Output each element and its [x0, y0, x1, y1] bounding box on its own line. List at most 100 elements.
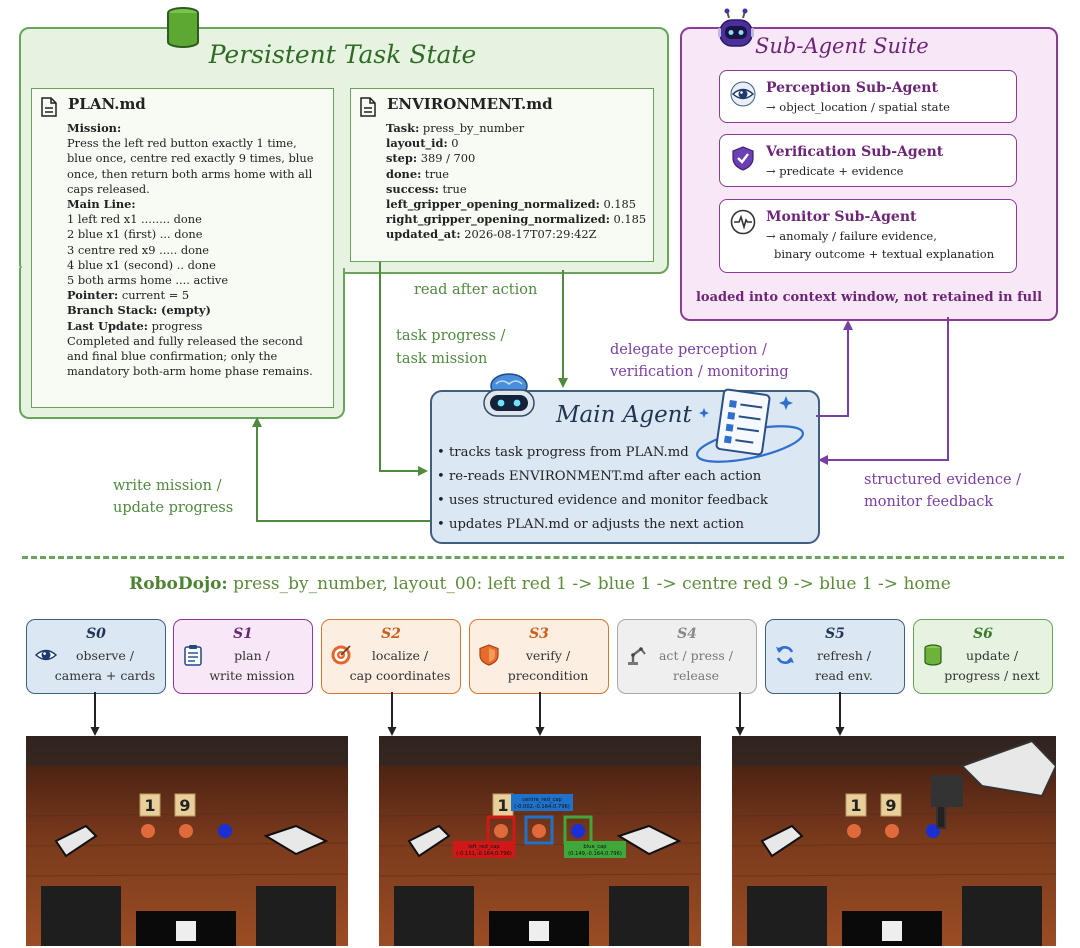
robot-brain-icon [483, 373, 535, 417]
task-progress-arrow [379, 262, 428, 476]
left-red-cap [141, 824, 155, 838]
target-icon [331, 645, 351, 665]
card-digit: 1 [144, 796, 155, 815]
step-s6: S6 update / progress / next [913, 619, 1053, 694]
step-line-2: release [672, 668, 720, 683]
left-cap-label: left_red_cap [468, 844, 500, 850]
last-update-label: Last Update: [67, 318, 148, 333]
robodojo-description: press_by_number, layout_00: left red 1 -… [233, 574, 951, 594]
main-line-item: 2 blue x1 (first) ... done [67, 227, 203, 242]
env-key: right_gripper_opening_normalized: [386, 212, 610, 227]
card-digit: 9 [885, 796, 896, 815]
document-icon [41, 97, 57, 117]
step-id: S0 [86, 626, 106, 642]
environment-md-card: ENVIRONMENT.md Task: press_by_number lay… [350, 88, 654, 262]
step-line-2: read env. [815, 668, 873, 683]
plan-md-card: PLAN.md Mission: Press the left red butt… [31, 88, 334, 408]
refresh-icon [776, 646, 794, 664]
scene-act-image: 1 9 [732, 736, 1056, 946]
card-digit: 1 [497, 796, 508, 815]
write-mission-label-1: write mission / [113, 478, 222, 494]
mission-line: blue once, centre red exactly 9 times, b… [67, 151, 314, 166]
persistent-task-state-title: Persistent Task State [208, 40, 477, 69]
environment-md-filename: ENVIRONMENT.md [387, 95, 553, 113]
main-agent-title: Main Agent [556, 402, 692, 428]
last-update-line: Completed and fully released the second [67, 333, 303, 348]
structured-label-1: structured evidence / [864, 472, 1022, 488]
last-update-line: and final blue confirmation; only the [67, 349, 278, 364]
plan-md-filename: PLAN.md [68, 95, 146, 113]
step-line-1: refresh / [816, 648, 872, 663]
sub-agent-suite-footer: loaded into context window, not retained… [695, 290, 1043, 305]
main-agent-item: • updates PLAN.md or adjusts the next ac… [437, 517, 745, 532]
env-value: true [442, 181, 467, 196]
connector-layer [252, 262, 949, 522]
eye-icon [35, 649, 57, 661]
step-line-1: observe / [76, 648, 134, 663]
centre-cap-box [524, 815, 554, 845]
verification-sub-agent-desc: → predicate + evidence [766, 164, 904, 178]
step-line-1: verify / [525, 648, 571, 663]
env-key: layout_id: [386, 136, 448, 151]
env-key: success: [386, 181, 439, 196]
step-line-2: precondition [507, 668, 589, 683]
main-line-item: 1 left red x1 ........ done [67, 212, 202, 227]
branch-stack-label: Branch Stack: [67, 303, 158, 318]
main-agent-item: • re-reads ENVIRONMENT.md after each act… [437, 469, 762, 484]
task-progress-label-1: task progress / [396, 328, 506, 344]
mission-line: once, then return both arms home with al… [67, 166, 313, 181]
step-id: S4 [677, 626, 697, 642]
main-line-item: 3 centre red x9 ..... done [67, 242, 210, 257]
structured-evidence-arrow [818, 317, 949, 465]
last-update-line: mandatory both-arm home phase remains. [67, 364, 313, 379]
step-line-1: plan / [234, 648, 270, 663]
mission-label: Mission: [67, 121, 122, 135]
main-agent-item: • tracks task progress from PLAN.md [437, 445, 689, 460]
step-s5: S5 refresh / read env. [765, 619, 905, 694]
env-value: 0.185 [613, 212, 647, 227]
database-icon [924, 644, 942, 666]
write-mission-label-2: update progress [113, 500, 234, 516]
env-key: Task: [386, 121, 420, 135]
centre-red-cap [179, 824, 193, 838]
step-s0: S0 observe / camera + cards [26, 619, 166, 694]
plan-md-body: Mission: Press the left red button exact… [67, 121, 332, 379]
env-value: true [424, 166, 450, 181]
document-icon [360, 97, 376, 117]
card-digit: 1 [850, 796, 861, 815]
step-s4: S4 act / press / release [617, 619, 757, 694]
delegate-label-2: verification / monitoring [610, 364, 789, 380]
blue-cap-coords: (0.149,-0.164,0.796) [568, 851, 622, 857]
mission-line: Press the left red button exactly 1 time… [67, 136, 297, 151]
sub-agent-suite-title: Sub-Agent Suite [755, 34, 929, 58]
main-line-item: 4 blue x1 (second) .. done [67, 257, 216, 272]
perception-sub-agent-name: Perception Sub-Agent [766, 80, 938, 96]
step-s3: S3 verify / precondition [469, 619, 609, 694]
robot-head-icon [718, 8, 754, 47]
step-line-2: camera + cards [54, 668, 156, 683]
main-agent-item-text: tracks task progress from PLAN.md [448, 445, 689, 460]
step-s1: S1 plan / write mission [173, 619, 313, 694]
last-update-value: progress [151, 318, 203, 333]
section-divider [22, 556, 1064, 559]
monitor-sub-agent-name: Monitor Sub-Agent [766, 209, 917, 225]
step-id: S6 [973, 626, 993, 642]
card-digit: 9 [179, 796, 190, 815]
blue-cap-label: blue_cap [583, 844, 607, 850]
robodojo-label: RoboDojo: [129, 574, 228, 594]
env-value: press_by_number [422, 121, 525, 135]
clipboard-icon [184, 645, 202, 666]
step-id: S1 [233, 626, 253, 642]
step-line-2: progress / next [944, 668, 1040, 683]
env-key: left_gripper_opening_normalized: [386, 197, 600, 212]
step-line-1: update / [965, 648, 1019, 663]
monitor-sub-agent-desc: → anomaly / failure evidence, [766, 229, 937, 243]
monitor-sub-agent-card: Monitor Sub-Agent → anomaly / failure ev… [719, 199, 1017, 273]
eye-icon [730, 81, 756, 107]
step-line-1: act / press / [658, 648, 734, 663]
environment-md-body: Task: press_by_number layout_id: 0 step:… [386, 121, 651, 243]
step-id: S3 [529, 626, 549, 642]
read-after-action-label: read after action [414, 282, 538, 298]
task-progress-label-2: task mission [396, 351, 488, 367]
write-mission-arrow [252, 417, 430, 522]
